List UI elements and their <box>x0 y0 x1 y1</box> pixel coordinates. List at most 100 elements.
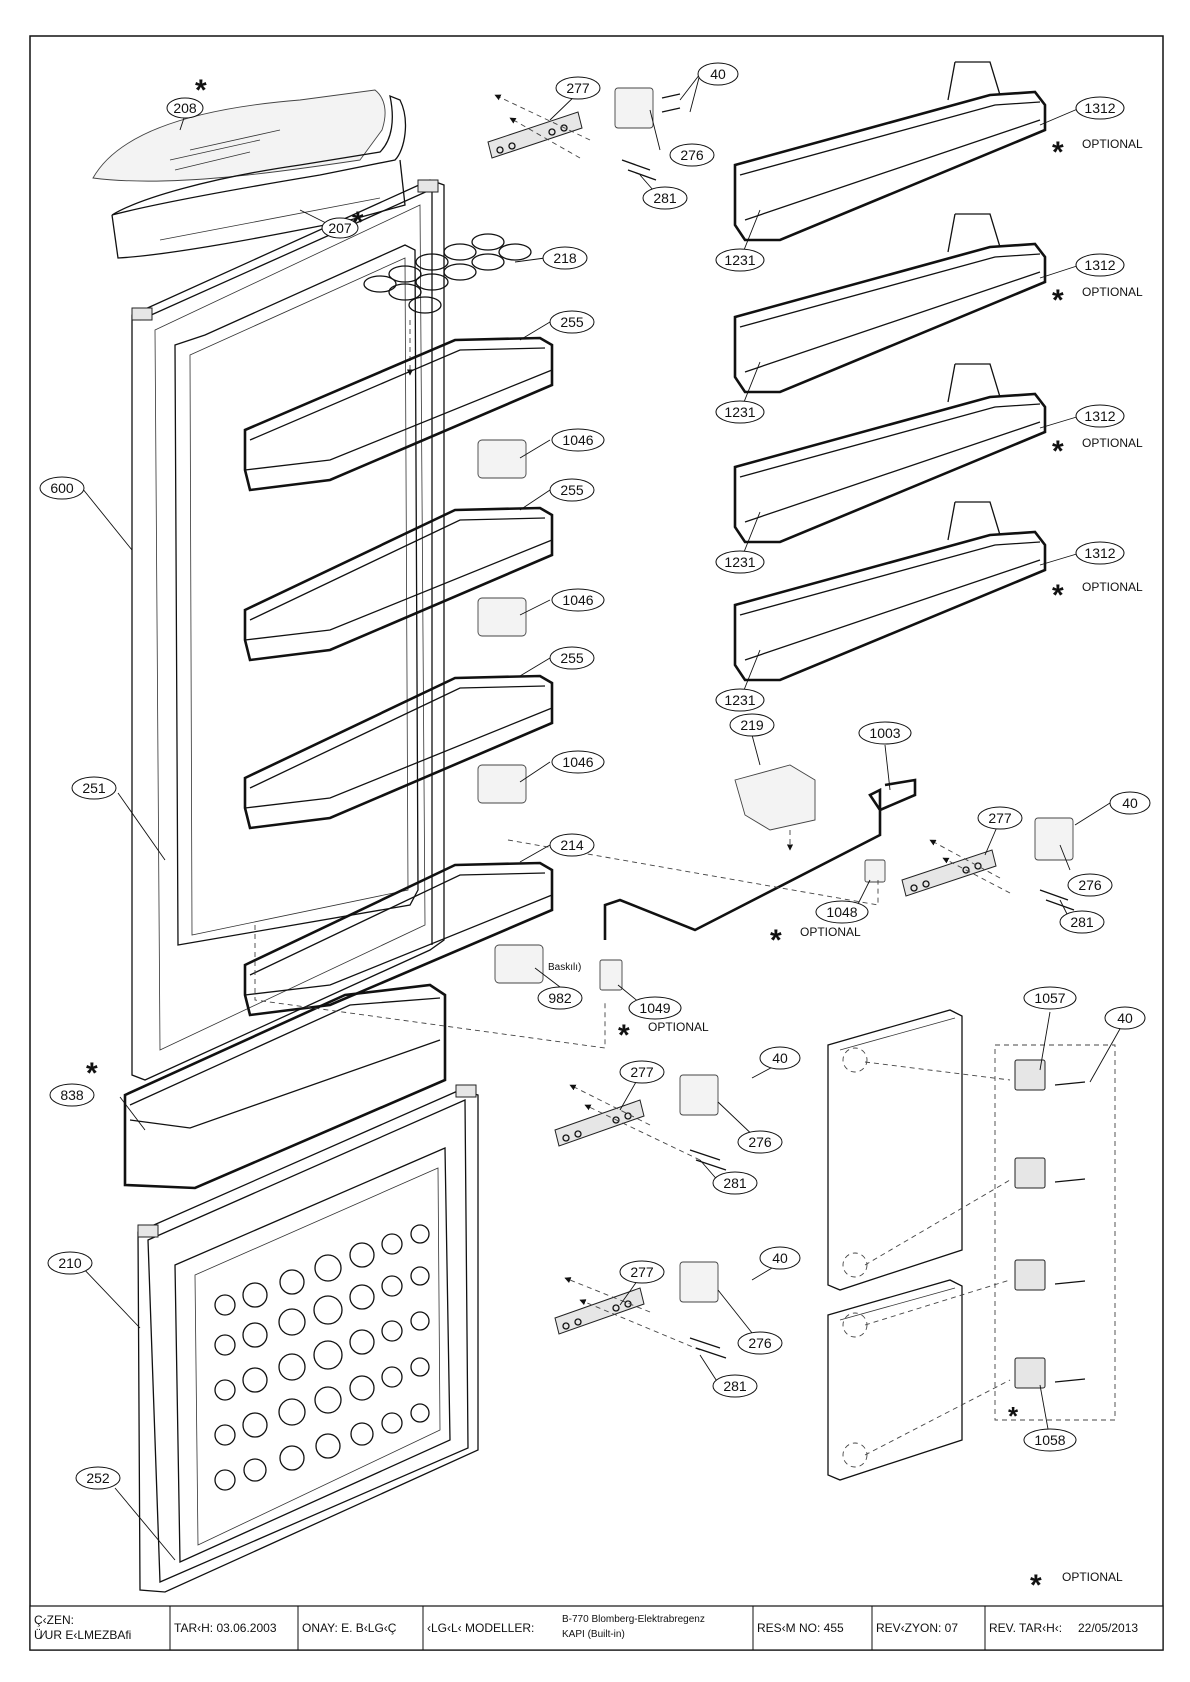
svg-text:219: 219 <box>740 717 764 733</box>
svg-text:OPTIONAL: OPTIONAL <box>1082 436 1143 450</box>
svg-text:214: 214 <box>560 837 584 853</box>
door-shelf-255-2 <box>243 506 554 662</box>
door-shelf-214 <box>243 861 554 1017</box>
callout-207: 207 <box>321 217 359 239</box>
svg-text:1046: 1046 <box>562 432 593 448</box>
callout-276: 276 <box>669 143 715 167</box>
screws-281-a <box>621 159 657 181</box>
callout-277: 277 <box>555 76 601 100</box>
callout-252: 252 <box>75 1466 121 1490</box>
drawing-number: RES‹M NO: 455 <box>757 1621 844 1635</box>
svg-text:277: 277 <box>630 1064 654 1080</box>
callout-838: 838 <box>49 1083 95 1107</box>
decor-panel-upper <box>827 1009 963 1291</box>
asterisk-icon: * <box>1052 435 1064 468</box>
svg-text:1231: 1231 <box>724 252 755 268</box>
callout-1231: 1231 <box>715 248 765 272</box>
svg-text:218: 218 <box>553 250 577 266</box>
svg-text:207: 207 <box>328 220 352 236</box>
callout-277: 277 <box>619 1060 665 1084</box>
callout-219: 219 <box>729 713 775 737</box>
callout-982: 982 <box>537 986 583 1010</box>
callout-40: 40 <box>759 1046 801 1070</box>
decor-panel-lower <box>827 1279 963 1481</box>
callout-1231: 1231 <box>715 550 765 574</box>
callout-276: 276 <box>737 1130 783 1154</box>
svg-text:251: 251 <box>82 780 106 796</box>
svg-text:252: 252 <box>86 1470 110 1486</box>
svg-text:276: 276 <box>748 1335 772 1351</box>
callout-1312: 1312 <box>1075 541 1125 565</box>
svg-text:1312: 1312 <box>1084 545 1115 561</box>
svg-text:277: 277 <box>630 1264 654 1280</box>
hinge-bracket-276-b <box>1034 817 1074 861</box>
bottle-stopper-219 <box>734 764 816 831</box>
asterisk-icon: * <box>1052 284 1064 317</box>
callout-1231: 1231 <box>715 400 765 424</box>
drawing-frame <box>29 35 1164 1651</box>
svg-text:276: 276 <box>1078 877 1102 893</box>
drawn-by-value: Ü⁄UR E‹LMEZBAfi <box>34 1628 131 1642</box>
asterisk-icon: * <box>1052 136 1064 169</box>
svg-text:1003: 1003 <box>869 725 900 741</box>
callout-40: 40 <box>1104 1006 1146 1030</box>
hinge-bracket-276-c <box>679 1074 719 1116</box>
svg-text:1046: 1046 <box>562 754 593 770</box>
callout-281: 281 <box>1059 910 1105 934</box>
callout-210: 210 <box>47 1251 93 1275</box>
hinge-plate-277-a <box>487 111 583 159</box>
callout-1048: 1048 <box>815 900 869 924</box>
callout-40: 40 <box>1109 791 1151 815</box>
svg-text:1058: 1058 <box>1034 1432 1065 1448</box>
callout-1046: 1046 <box>551 588 605 612</box>
date-field: TAR‹H: 03.06.2003 <box>174 1621 277 1635</box>
callout-277: 277 <box>619 1260 665 1284</box>
hinge-bracket-276-a <box>614 87 654 129</box>
related-models-label: ‹LG‹L‹ MODELLER: <box>427 1621 534 1635</box>
revision-number: REV‹ZYON: 07 <box>876 1621 958 1635</box>
egg-tray-218 <box>363 233 532 314</box>
svg-text:208: 208 <box>173 100 197 116</box>
callout-40: 40 <box>697 62 739 86</box>
hinge-plate-277-c <box>554 1099 645 1147</box>
svg-text:982: 982 <box>548 990 572 1006</box>
asterisk-icon: * <box>618 1019 630 1052</box>
callout-276: 276 <box>1067 873 1113 897</box>
main-door-600 <box>131 179 445 1081</box>
door-shelf-255-1 <box>243 336 554 492</box>
callout-276: 276 <box>737 1331 783 1355</box>
callout-1057: 1057 <box>1023 986 1077 1010</box>
svg-text:1312: 1312 <box>1084 257 1115 273</box>
callout-1058: 1058 <box>1023 1428 1077 1452</box>
callout-251: 251 <box>71 776 117 800</box>
callout-1049: 1049 <box>628 996 682 1020</box>
shelf-support-982 <box>494 944 544 984</box>
callout-1046: 1046 <box>551 750 605 774</box>
asterisk-icon: * <box>195 74 207 107</box>
screws-40-a <box>661 93 681 113</box>
svg-text:OPTIONAL: OPTIONAL <box>648 1020 709 1034</box>
svg-text:40: 40 <box>1117 1010 1133 1026</box>
svg-text:OPTIONAL: OPTIONAL <box>1062 1570 1123 1584</box>
bottle-shelf-838 <box>123 983 447 1190</box>
callout-255: 255 <box>549 310 595 334</box>
svg-text:40: 40 <box>772 1250 788 1266</box>
svg-text:OPTIONAL: OPTIONAL <box>1082 285 1143 299</box>
callout-1003: 1003 <box>858 721 912 745</box>
svg-text:600: 600 <box>50 480 74 496</box>
asterisk-icon: * <box>1052 579 1064 612</box>
title-block: Ç‹ZEN: Ü⁄UR E‹LMEZBAfi TAR‹H: 03.06.2003… <box>29 1605 1164 1651</box>
callout-281: 281 <box>642 186 688 210</box>
screws-281-c <box>689 1149 727 1171</box>
top-cover-208 <box>92 89 386 182</box>
callout-214: 214 <box>549 833 595 857</box>
door-hinges-1057-1058 <box>1014 1059 1086 1389</box>
callout-600: 600 <box>39 476 85 500</box>
svg-text:40: 40 <box>1122 795 1138 811</box>
model-line-2: KAPI (Built-in) <box>562 1629 625 1640</box>
callout-277: 277 <box>977 806 1023 830</box>
screws-281-b <box>1039 889 1075 911</box>
callout-1312: 1312 <box>1075 96 1125 120</box>
svg-text:40: 40 <box>772 1050 788 1066</box>
